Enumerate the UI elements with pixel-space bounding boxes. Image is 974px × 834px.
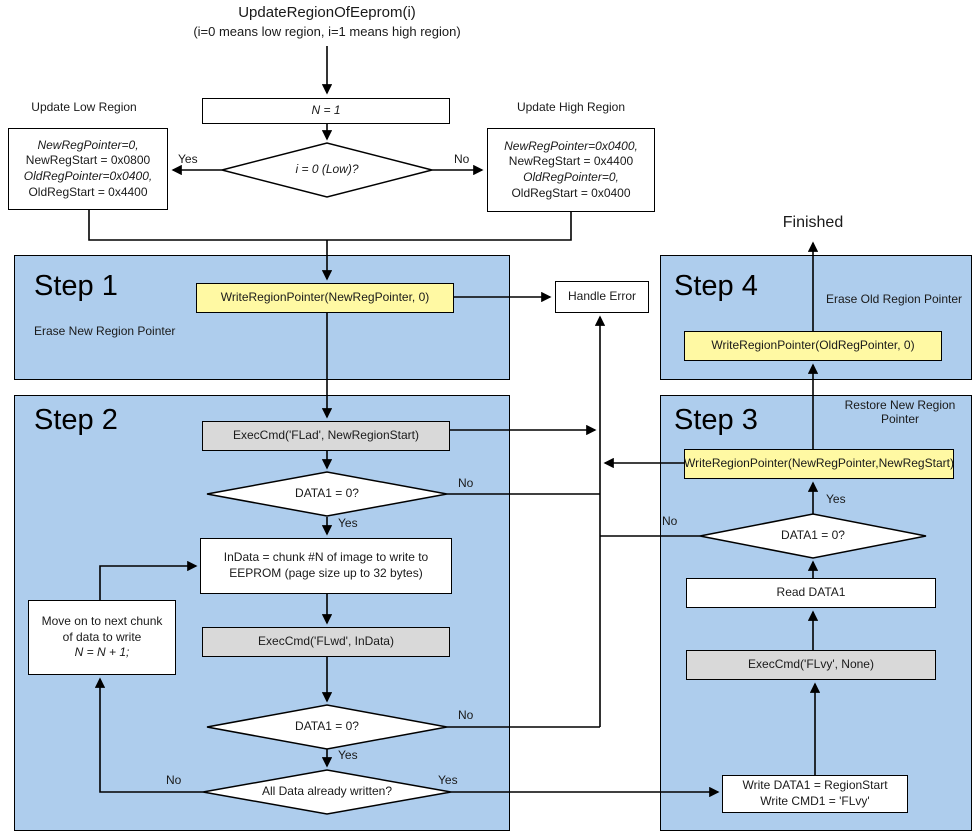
text-line: Handle Error xyxy=(567,289,637,304)
step3-subtitle: Restore New Region Pointer xyxy=(836,398,964,426)
text-line: Restore New Region xyxy=(844,398,956,412)
yes-label-data1-step3: Yes xyxy=(826,492,846,506)
move-on-next-chunk-box: Move on to next chunk of data to write N… xyxy=(28,600,176,675)
write-data1-cmd1-box: Write DATA1 = RegionStart Write CMD1 = '… xyxy=(722,775,908,813)
text-line: NewRegStart = 0x0800 xyxy=(25,153,151,168)
text-line: ExecCmd('FLvy', None) xyxy=(748,657,874,672)
update-low-region-label: Update Low Region xyxy=(31,100,137,114)
text-line: NewRegPointer=0x0400, xyxy=(504,138,638,153)
exec-flwd-box: ExecCmd('FLwd', InData) xyxy=(202,627,450,657)
step1-subtitle: Erase New Region Pointer xyxy=(34,324,176,338)
decision-data1-2-label: DATA1 = 0? xyxy=(295,719,359,733)
text-line: Move on to next chunk xyxy=(41,614,163,629)
read-data1-box: Read DATA1 xyxy=(686,578,936,608)
yes-label-data1-1: Yes xyxy=(338,516,358,530)
text-line: OldRegStart = 0x0400 xyxy=(511,185,631,200)
text-line: Write CMD1 = 'FLvy' xyxy=(760,794,870,808)
decision-data1-step3-label: DATA1 = 0? xyxy=(781,528,845,542)
step4-title: Step 4 xyxy=(674,270,758,302)
step1-container xyxy=(14,255,510,380)
exec-flad-box: ExecCmd('FLad', NewRegionStart) xyxy=(202,421,450,451)
text-line: N = 1 xyxy=(311,103,341,118)
step2-title: Step 2 xyxy=(34,404,118,436)
text-line: N = N + 1; xyxy=(74,645,130,660)
decision-data1-1-label: DATA1 = 0? xyxy=(295,486,359,500)
text-line: OldRegPointer=0x0400, xyxy=(23,169,153,183)
page-subtitle: (i=0 means low region, i=1 means high re… xyxy=(193,24,461,39)
no-label-all-written: No xyxy=(166,773,182,787)
text-line: NewRegStart = 0x4400 xyxy=(508,154,634,169)
text-line: of data to write xyxy=(62,629,142,644)
text-line: InData = chunk #N of image to write to xyxy=(223,550,429,565)
handle-error-box: Handle Error xyxy=(555,281,649,313)
no-label-data1-1: No xyxy=(458,476,474,490)
text-line: ExecCmd('FLad', NewRegionStart) xyxy=(233,428,419,443)
yes-label-data1-2: Yes xyxy=(338,748,358,762)
low-region-box: NewRegPointer=0, NewRegStart = 0x0800 Ol… xyxy=(8,128,168,210)
update-high-region-label: Update High Region xyxy=(516,100,626,114)
no-label-data1-step3: No xyxy=(662,514,678,528)
text-line: Read DATA1 xyxy=(776,585,846,600)
exec-flvy-box: ExecCmd('FLvy', None) xyxy=(686,650,936,680)
no-label-high: No xyxy=(454,152,470,166)
step4-subtitle: Erase Old Region Pointer xyxy=(825,292,963,306)
n-equals-1-box: N = 1 xyxy=(202,98,450,124)
page-title: UpdateRegionOfEeprom(i) xyxy=(238,4,416,21)
text-line: Write DATA1 = RegionStart xyxy=(742,778,888,793)
text-line: NewRegPointer=0, xyxy=(37,137,139,152)
yes-label-all-written: Yes xyxy=(438,773,458,787)
yes-label-low: Yes xyxy=(178,152,198,166)
text-line: WriteRegionPointer(NewRegPointer, 0) xyxy=(220,290,430,305)
text-line: ExecCmd('FLwd', InData) xyxy=(258,634,394,649)
step1-title: Step 1 xyxy=(34,270,118,302)
high-region-box: NewRegPointer=0x0400, NewRegStart = 0x44… xyxy=(487,128,655,212)
decision-all-written-label: All Data already written? xyxy=(261,784,393,798)
write-region-pointer-old-box: WriteRegionPointer(OldRegPointer, 0) xyxy=(684,331,942,361)
step3-title: Step 3 xyxy=(674,404,758,436)
decision-i0-label: i = 0 (Low)? xyxy=(295,162,359,176)
text-line: WriteRegionPointer(NewRegPointer,NewRegS… xyxy=(684,456,954,471)
text-line: Pointer xyxy=(880,412,920,426)
no-label-data1-2: No xyxy=(458,708,474,722)
text-line: OldRegStart = 0x4400 xyxy=(28,184,148,199)
finished-label: Finished xyxy=(782,214,844,231)
text-line: OldRegPointer=0, xyxy=(523,170,619,184)
text-line: WriteRegionPointer(OldRegPointer, 0) xyxy=(711,338,915,353)
write-region-pointer-restore-box: WriteRegionPointer(NewRegPointer,NewRegS… xyxy=(684,449,954,479)
text-line: EEPROM (page size up to 32 bytes) xyxy=(229,566,423,580)
write-region-pointer-new-box: WriteRegionPointer(NewRegPointer, 0) xyxy=(196,283,454,313)
indata-chunk-box: InData = chunk #N of image to write to E… xyxy=(200,538,452,594)
